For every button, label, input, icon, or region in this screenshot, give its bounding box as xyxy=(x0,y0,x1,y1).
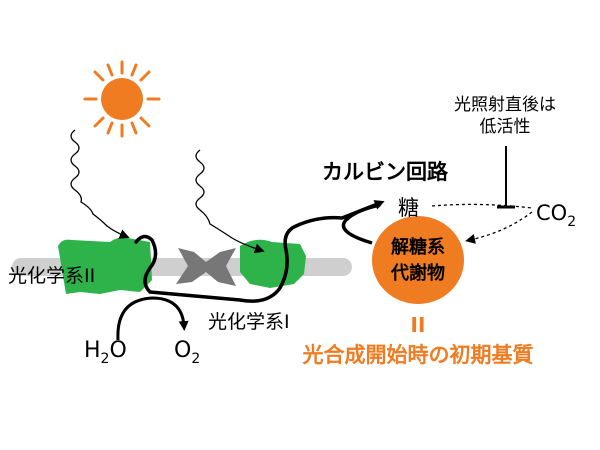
calvin-cycle-label: カルビン回路 xyxy=(322,160,449,184)
glycolytic-metabolite-circle xyxy=(372,216,464,304)
photosystem-ii-complex xyxy=(58,237,152,294)
sugar-to-co2-dashed xyxy=(431,203,533,209)
photosystem-ii-label: 光化学系II xyxy=(8,265,95,287)
water-label: H2O xyxy=(84,338,127,367)
sun-icon xyxy=(83,60,161,138)
cytochrome-x-shape xyxy=(176,248,236,286)
equal-sign: II xyxy=(411,313,426,337)
oxygen-label: O2 xyxy=(174,338,200,367)
light-ray-1 xyxy=(70,129,130,239)
co2-label: CO2 xyxy=(536,201,576,230)
water-oxidation-arrow xyxy=(116,296,189,341)
photosystem-i-label: 光化学系I xyxy=(208,311,290,333)
after-light-label-line2: 低活性 xyxy=(480,117,531,137)
glycolysis-to-sugar-arrow xyxy=(341,203,381,245)
after-light-label-line1: 光照射直後は xyxy=(454,95,556,115)
co2-to-metabolite-dashed xyxy=(465,211,533,244)
electron-transport-path xyxy=(134,200,385,303)
initial-substrate-label: 光合成開始時の初期基質 xyxy=(302,343,534,367)
light-ray-2 xyxy=(195,149,265,254)
sugar-label: 糖 xyxy=(398,196,419,220)
glycolytic-label-line2: 代謝物 xyxy=(390,262,445,284)
glycolytic-label-line1: 解糖系 xyxy=(391,236,445,258)
